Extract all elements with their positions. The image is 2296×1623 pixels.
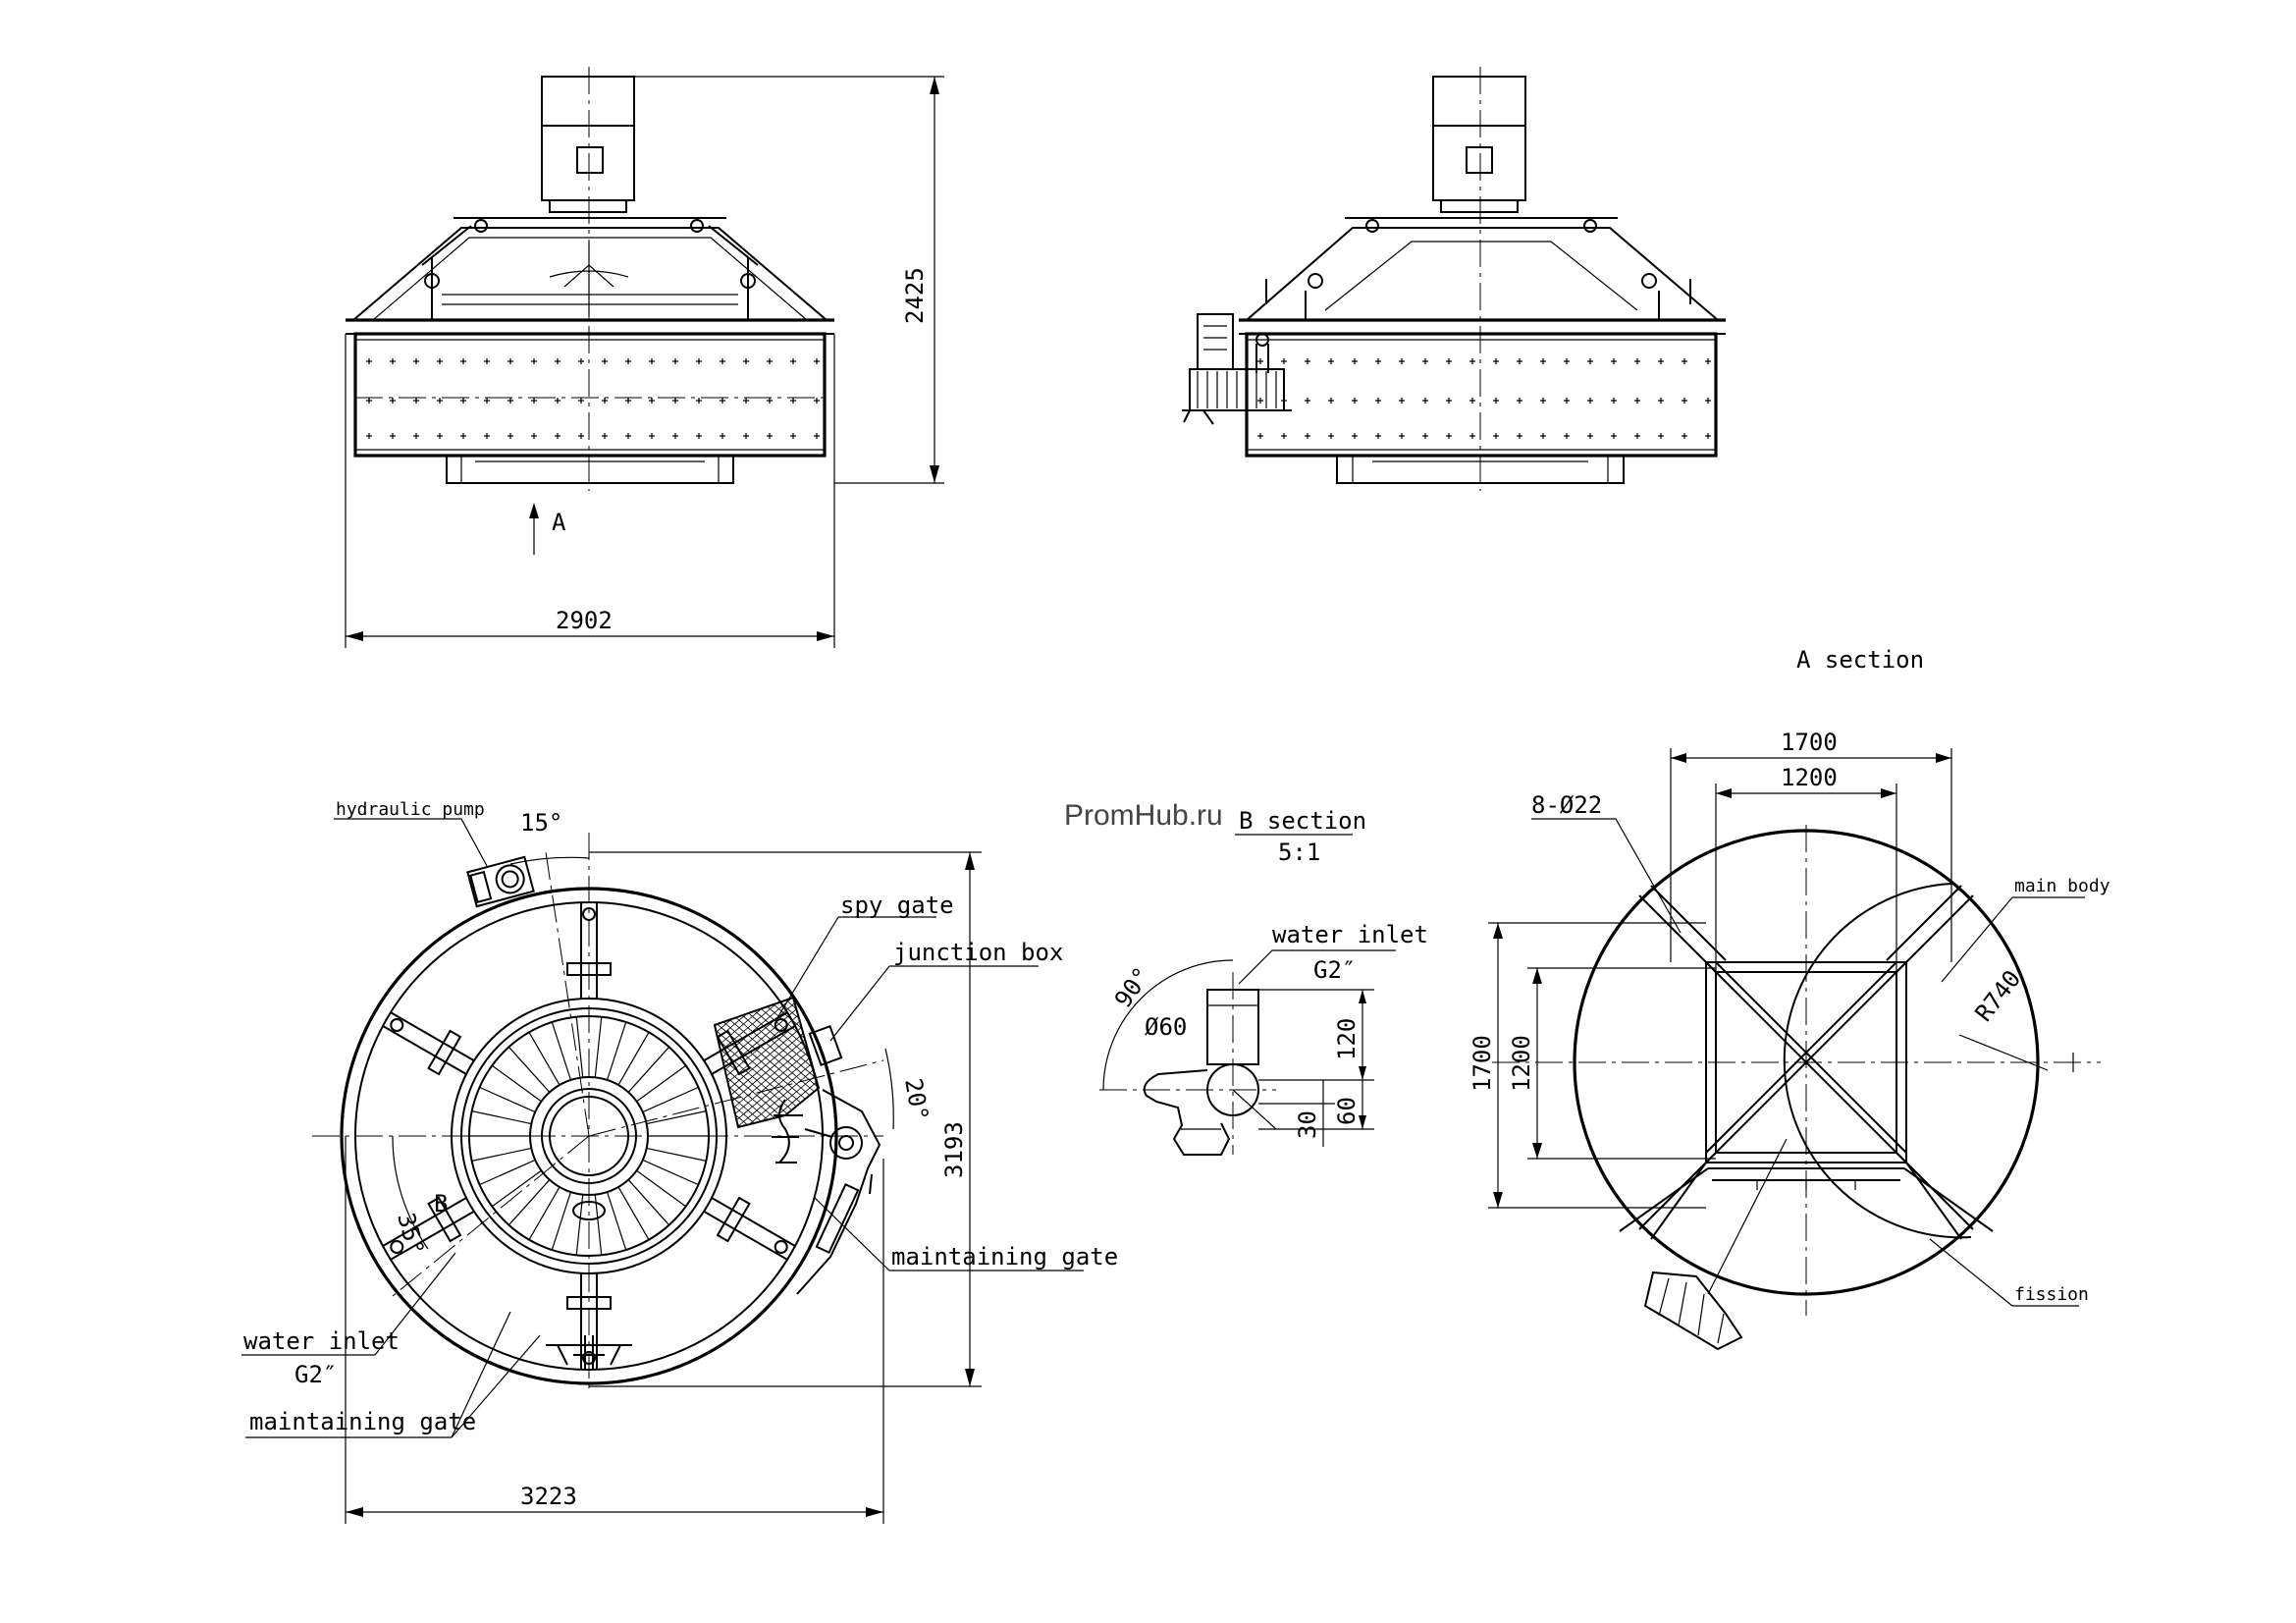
angle-15: 15° [520, 809, 562, 837]
holes-dimension: 8-Ø22 [1531, 791, 1602, 819]
dim-60: 60 [1333, 1097, 1361, 1125]
maintaining-gate-label-2: maintaining gate [249, 1408, 476, 1435]
side-elevation-view [1182, 67, 1726, 491]
b-section-scale: 5:1 [1278, 839, 1320, 866]
top-diameter-dimension: 3193 [940, 1121, 968, 1178]
angle-20: 20° [899, 1076, 934, 1123]
a-section-view [1488, 748, 2101, 1351]
promhub-watermark: PromHub.ru [1064, 799, 1223, 832]
main-body-label: main body [2014, 876, 2110, 896]
b-section-title: B section [1239, 807, 1366, 835]
a-inner-width-dimension: 1200 [1781, 764, 1838, 791]
fission-label: fission [2014, 1284, 2089, 1305]
dim-30: 30 [1294, 1110, 1321, 1139]
dia-60: Ø60 [1145, 1013, 1187, 1041]
front-width-dimension: 2902 [556, 607, 613, 634]
radius-dimension: R740 [1970, 965, 2027, 1027]
junction-box-label: junction box [893, 939, 1063, 966]
angle-35: 35° [392, 1210, 429, 1258]
spy-gate-label: spy gate [840, 892, 954, 919]
a-outer-width-dimension: 1700 [1781, 729, 1838, 756]
overall-height-dimension: 2425 [901, 267, 929, 324]
a-outer-height-dimension: 1700 [1468, 1035, 1496, 1092]
water-inlet-thread-label: G2″ [294, 1361, 337, 1388]
b-water-inlet-thread-label: G2″ [1313, 956, 1356, 984]
maintaining-gate-label: maintaining gate [891, 1243, 1118, 1271]
top-plan-view [241, 818, 1084, 1524]
front-elevation-view [345, 67, 944, 648]
top-width-dimension: 3223 [520, 1483, 577, 1510]
b-water-inlet-label: water inlet [1272, 921, 1428, 948]
b-section-detail [1099, 834, 1396, 1156]
a-inner-height-dimension: 1200 [1508, 1035, 1535, 1092]
b-section-mark: B [434, 1190, 448, 1217]
water-inlet-label: water inlet [243, 1327, 400, 1355]
dim-120: 120 [1333, 1018, 1361, 1060]
angle-90: 90° [1109, 962, 1156, 1013]
a-section-title: A section [1796, 646, 1924, 674]
view-arrow-label: A [552, 509, 566, 536]
hydraulic-pump-label: hydraulic pump [336, 799, 485, 820]
